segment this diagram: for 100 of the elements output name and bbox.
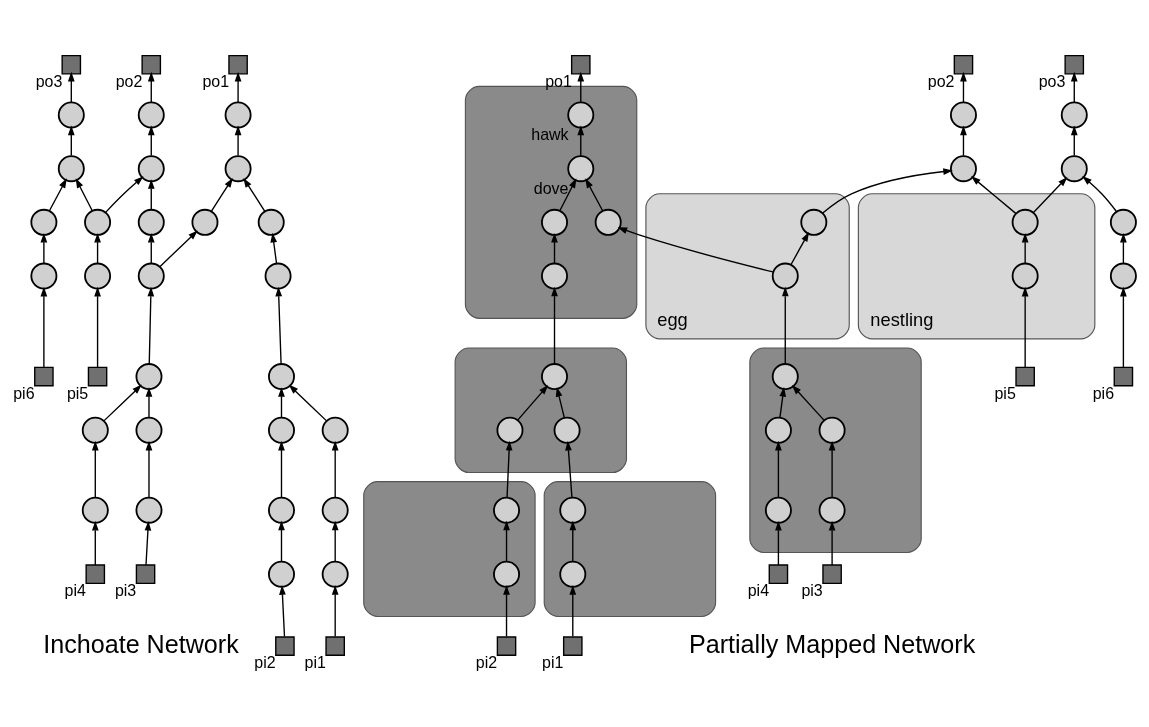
node-box <box>1064 54 1085 75</box>
arrow <box>40 286 48 368</box>
node-label: pi3 <box>114 581 137 599</box>
node-circle <box>496 416 524 444</box>
node-circle <box>553 416 581 444</box>
arrow <box>275 286 283 364</box>
arrow <box>67 71 75 103</box>
node-circle <box>81 416 109 444</box>
node-circle <box>321 496 349 524</box>
arrow <box>94 232 101 264</box>
node-label: pi6 <box>13 384 35 401</box>
arrow <box>960 125 967 156</box>
arrow <box>1032 176 1068 213</box>
node-circle <box>1109 262 1137 290</box>
arrow <box>270 232 278 264</box>
node-circle <box>1109 208 1137 236</box>
arrow <box>577 71 585 103</box>
arrow <box>1070 71 1078 103</box>
node-circle <box>84 208 112 236</box>
node-circle <box>771 262 799 290</box>
node-box <box>87 366 108 386</box>
arrow <box>331 520 339 562</box>
node-label: pi5 <box>66 384 89 401</box>
arrow <box>781 286 789 364</box>
node-label: dove <box>533 179 569 197</box>
arrow <box>147 71 155 103</box>
node-circle <box>137 262 165 290</box>
node-label: pi2 <box>475 653 498 671</box>
node-circle <box>321 416 349 444</box>
arrow <box>91 440 99 498</box>
node-circle <box>541 208 568 236</box>
arrow <box>828 440 836 498</box>
node-circle <box>567 154 595 182</box>
node-label: po3 <box>1038 72 1066 90</box>
arrow <box>40 232 48 264</box>
node-box <box>768 563 789 584</box>
node-circle <box>30 262 58 290</box>
node-box <box>570 54 591 75</box>
arrow <box>210 177 233 212</box>
arrow <box>144 520 152 566</box>
arrow <box>551 232 558 264</box>
node-box <box>141 54 162 75</box>
node-circle <box>84 262 112 290</box>
node-circle <box>559 560 587 588</box>
arrow <box>503 520 510 562</box>
arrow <box>1120 286 1127 368</box>
cluster: egg <box>645 192 850 339</box>
node-circle <box>191 208 219 236</box>
arrow <box>569 584 577 637</box>
node-label: pi1 <box>304 653 326 671</box>
node-circle <box>800 208 828 236</box>
node-circle <box>30 208 58 236</box>
node-circle <box>57 154 85 182</box>
arrow <box>279 584 286 637</box>
node-circle <box>257 208 285 236</box>
arrow <box>617 226 774 273</box>
node-circle <box>137 101 165 128</box>
node-circle <box>1011 208 1039 236</box>
arrow <box>551 286 558 364</box>
arrow <box>147 286 155 364</box>
arrow <box>278 520 285 562</box>
node-label: pi2 <box>254 653 276 671</box>
arrow <box>1021 286 1029 368</box>
node-circle <box>137 154 165 182</box>
cluster <box>543 480 717 617</box>
arrow <box>775 520 782 566</box>
arrow <box>48 177 67 211</box>
cluster: nestling <box>857 192 1096 339</box>
arrow <box>243 177 266 212</box>
node-label: pi3 <box>801 581 823 599</box>
arrow <box>94 286 101 368</box>
node-circle <box>594 208 622 236</box>
label: Inchoate Network <box>43 629 239 658</box>
node-circle <box>264 262 292 290</box>
arrow <box>791 384 825 421</box>
node-circle <box>137 208 165 236</box>
arrow <box>91 520 99 566</box>
node-label: pi4 <box>64 581 86 599</box>
arrow <box>822 167 953 214</box>
node-box <box>496 635 517 656</box>
arrow <box>1082 175 1118 212</box>
node-circle <box>1060 101 1088 128</box>
arrow <box>159 229 198 267</box>
node-circle <box>135 362 163 390</box>
node-label: hawk <box>531 125 569 143</box>
node-circle <box>268 560 295 588</box>
arrow <box>577 125 585 156</box>
arrow <box>1070 125 1078 156</box>
arrow <box>960 71 967 103</box>
arrow <box>278 440 285 498</box>
node-circle <box>224 101 252 128</box>
arrow <box>67 125 75 156</box>
node-box <box>34 366 54 386</box>
node-box <box>953 54 974 75</box>
cluster <box>749 346 922 553</box>
arrow <box>1021 232 1029 264</box>
node-circle <box>81 496 109 524</box>
node-box <box>1015 366 1035 386</box>
arrow <box>585 177 604 211</box>
arrow <box>517 384 549 421</box>
